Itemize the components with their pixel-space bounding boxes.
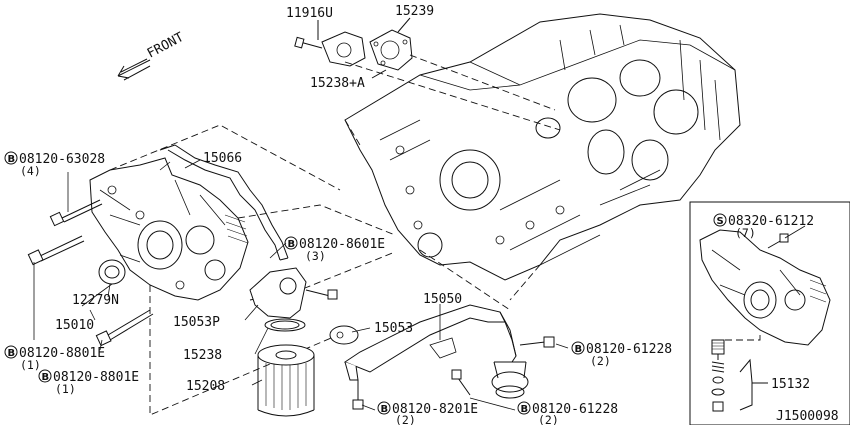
label-15239: 15239 [395, 4, 434, 19]
bolt-8601e [305, 289, 338, 300]
callout-08120-8201e: B 08120-8201E (2) [377, 401, 478, 425]
callout-qty: (1) [55, 382, 76, 396]
callout-code: 08120-8201E [392, 402, 478, 417]
callout-qty: (2) [590, 354, 611, 368]
callout-08120-8801e-a: B 08120-8801E (1) [4, 345, 105, 372]
callout-prefix: B [8, 154, 16, 165]
callout-prefix: B [381, 404, 389, 415]
label-15132: 15132 [771, 377, 810, 392]
oil-pump-housing [89, 157, 249, 301]
callout-prefix: B [521, 404, 529, 415]
oil-seal-12279n [98, 259, 126, 285]
label-15208: 15208 [186, 379, 225, 394]
label-15238a: 15238+A [310, 76, 365, 91]
callout-08120-61228-a: B 08120-61228 (2) [571, 341, 672, 368]
callout-prefix: B [8, 348, 16, 359]
label-15050: 15050 [423, 292, 462, 307]
front-label: FRONT [145, 30, 187, 62]
callout-qty: (2) [395, 413, 416, 425]
callout-code: 08120-61228 [586, 342, 672, 357]
callout-code: 08120-8801E [53, 370, 139, 385]
callout-code: 08120-63028 [19, 152, 105, 167]
bolt-61228-b [451, 369, 471, 396]
callout-code: 08120-8801E [19, 346, 105, 361]
callout-code: 08120-61228 [532, 402, 618, 417]
o-ring-15238 [264, 318, 306, 332]
callout-08320-61212: S 08320-61212 (7) [713, 213, 814, 240]
callout-prefix: B [42, 372, 50, 383]
bolt-long-8801e-b [95, 309, 154, 347]
diagram-id: J1500098 [776, 409, 839, 424]
gasket-15053 [329, 325, 359, 345]
callout-08120-8601e: B 08120-8601E (3) [284, 236, 385, 263]
label-12279n: 12279N [72, 293, 119, 308]
callout-prefix: B [575, 344, 583, 355]
gasket-15239 [369, 29, 413, 71]
callout-code: 08320-61212 [728, 214, 814, 229]
callout-prefix: B [288, 239, 296, 250]
oil-strainer-15050 [343, 304, 529, 399]
label-15010: 15010 [55, 318, 94, 333]
callout-08120-61228-b: B 08120-61228 (2) [517, 401, 618, 425]
oil-filter-15208 [257, 344, 315, 417]
callout-qty: (3) [305, 249, 326, 263]
bolt-long-8801e-a [27, 235, 85, 266]
bolt-63028 [49, 199, 103, 227]
label-15066: 15066 [203, 151, 242, 166]
label-15238: 15238 [183, 348, 222, 363]
inset-pump-detail [689, 201, 850, 425]
engine-block [344, 13, 741, 281]
callout-08120-63028: B 08120-63028 (4) [4, 151, 105, 178]
callout-08120-8801e-b: B 08120-8801E (1) [38, 369, 139, 396]
bolt-8201e [352, 380, 364, 410]
label-15053: 15053 [374, 321, 413, 336]
bolt-61228-a [519, 336, 555, 348]
label-11916u: 11916U [286, 6, 333, 21]
callout-qty: (2) [538, 413, 559, 425]
gasket-15066 [159, 144, 289, 261]
callout-qty: (7) [735, 226, 756, 240]
bolt-11916u [294, 36, 323, 49]
label-15053p: 15053P [173, 315, 220, 330]
callout-prefix: S [717, 216, 724, 227]
callout-qty: (4) [20, 164, 41, 178]
front-direction-arrow: FRONT [117, 30, 187, 81]
callout-code: 08120-8601E [299, 237, 385, 252]
callout-qty: (1) [20, 358, 41, 372]
cover-plate-15238a [321, 31, 366, 67]
filter-bracket-15053p [249, 267, 307, 319]
